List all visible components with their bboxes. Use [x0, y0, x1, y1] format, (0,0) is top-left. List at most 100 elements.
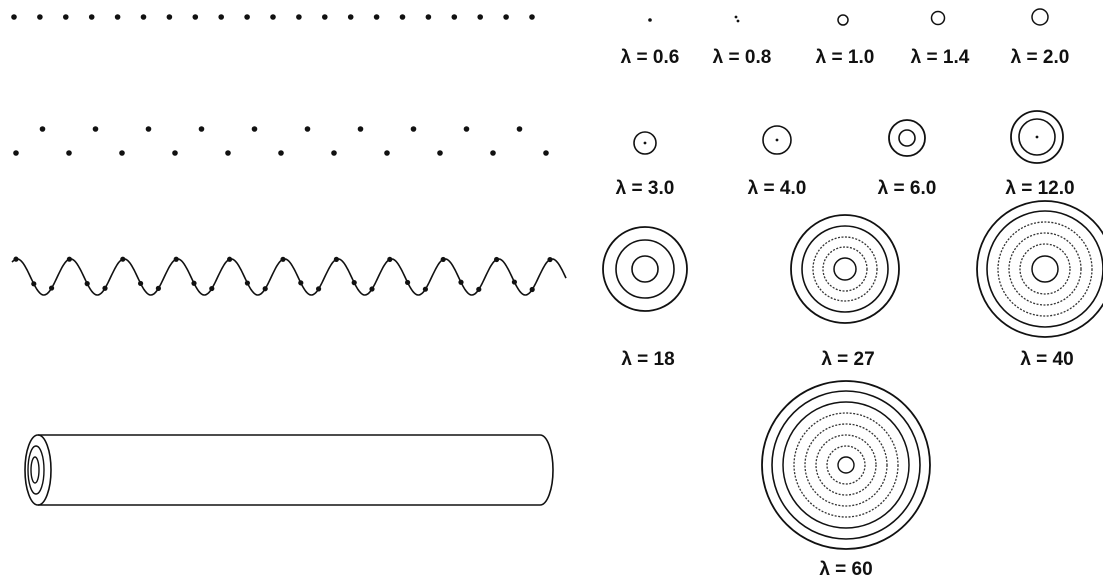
label-lambda-0-8: λ = 0.8: [713, 47, 772, 68]
section-lambda-1-0: λ = 1.0: [816, 15, 875, 68]
chain-atom: [218, 14, 224, 20]
zigzag-atom: [490, 150, 496, 156]
section-lambda-40: λ = 40: [977, 201, 1103, 370]
helix-atom: [174, 257, 179, 262]
helix-atom: [405, 280, 410, 285]
chain-atom: [452, 14, 458, 20]
chain-atom: [296, 14, 302, 20]
helix-atom: [316, 286, 321, 291]
chain-atom: [89, 14, 95, 20]
zigzag-atom: [358, 126, 364, 132]
zigzag-atom: [331, 150, 337, 156]
helix-atom: [49, 285, 54, 290]
tube-end-outer: [25, 435, 51, 505]
chain-atom: [374, 14, 380, 20]
zigzag-atom: [517, 126, 523, 132]
helix-atom: [547, 257, 552, 262]
chain-atom: [400, 14, 406, 20]
chain-atom: [167, 14, 173, 20]
helix-curve: [12, 259, 566, 295]
section-lambda-0-8: λ = 0.8: [713, 16, 772, 68]
chain-atom: [63, 14, 69, 20]
section-lambda-2-0: λ = 2.0: [1011, 9, 1070, 68]
label-lambda-1-0: λ = 1.0: [816, 47, 875, 68]
label-lambda-27: λ = 27: [821, 349, 874, 370]
section-lambda-6-0: λ = 6.0: [878, 120, 937, 199]
zigzag-atom: [225, 150, 231, 156]
zigzag-atom: [146, 126, 152, 132]
helix-atom: [423, 287, 428, 292]
chain-atom: [193, 14, 199, 20]
section-lambda-18: λ = 18: [603, 227, 687, 370]
helix-atom: [369, 286, 374, 291]
zigzag-atom: [384, 150, 390, 156]
helical-chain-panel: [12, 257, 566, 295]
chain-atom: [115, 14, 121, 20]
helix-atom: [530, 287, 535, 292]
section-lambda-3-0: λ = 3.0: [616, 132, 675, 199]
zigzag-atom: [40, 126, 46, 132]
label-lambda-0-6: λ = 0.6: [621, 47, 680, 68]
helix-atom: [298, 280, 303, 285]
zigzag-atom: [199, 126, 205, 132]
zigzag-atom: [543, 150, 549, 156]
section-lambda-60: λ = 60: [762, 381, 930, 580]
zigzag-atom: [305, 126, 311, 132]
zigzag-atom: [93, 126, 99, 132]
label-lambda-12-0: λ = 12.0: [1005, 178, 1074, 199]
helix-atom: [120, 257, 125, 262]
zigzag-atom: [278, 150, 284, 156]
label-lambda-1-4: λ = 1.4: [911, 47, 970, 68]
zigzag-atom: [66, 150, 72, 156]
zigzag-atom: [119, 150, 125, 156]
section-lambda-1-4: λ = 1.4: [911, 12, 970, 69]
helix-atom: [85, 281, 90, 286]
chain-atom: [37, 14, 43, 20]
cross-sections: λ = 0.6 λ = 0.8 λ = 1.0 λ = 1.4 λ = 2.0 …: [603, 9, 1103, 580]
helix-atom: [458, 280, 463, 285]
helix-atom: [245, 280, 250, 285]
zigzag-atom: [252, 126, 258, 132]
chain-atom: [244, 14, 250, 20]
section-lambda-27: λ = 27: [791, 215, 899, 370]
zigzag-chain-panel: [13, 126, 549, 156]
label-lambda-2-0: λ = 2.0: [1011, 47, 1070, 68]
label-lambda-40: λ = 40: [1020, 349, 1073, 370]
section-lambda-12-0: λ = 12.0: [1005, 111, 1074, 199]
helix-atom: [13, 257, 18, 262]
zigzag-atom: [13, 150, 19, 156]
chain-atom: [426, 14, 432, 20]
helix-atom: [334, 257, 339, 262]
linear-chain-panel: [11, 14, 535, 20]
chain-atom: [270, 14, 276, 20]
chain-atom: [529, 14, 535, 20]
helix-atom: [156, 286, 161, 291]
helix-atom: [512, 279, 517, 284]
helix-atom: [138, 281, 143, 286]
chain-atom: [348, 14, 354, 20]
label-lambda-3-0: λ = 3.0: [616, 178, 675, 199]
helix-atom: [476, 287, 481, 292]
zigzag-atom: [464, 126, 470, 132]
zigzag-atom: [437, 150, 443, 156]
chain-atom: [503, 14, 509, 20]
helix-atom: [191, 281, 196, 286]
chain-atom: [141, 14, 147, 20]
helix-atom: [31, 281, 36, 286]
helix-atom: [494, 257, 499, 262]
chain-atom: [322, 14, 328, 20]
zigzag-atom: [172, 150, 178, 156]
helix-atom: [102, 286, 107, 291]
helix-atom: [280, 257, 285, 262]
helix-atom: [352, 280, 357, 285]
helix-atom: [441, 257, 446, 262]
helix-atom: [67, 257, 72, 262]
tube-body: [38, 435, 553, 505]
cylindrical-tube-panel: [25, 435, 553, 505]
chain-atom: [11, 14, 17, 20]
helix-atom: [209, 286, 214, 291]
tube-end-inner-2: [31, 457, 39, 483]
section-lambda-0-6: λ = 0.6: [621, 18, 680, 68]
zigzag-atom: [411, 126, 417, 132]
